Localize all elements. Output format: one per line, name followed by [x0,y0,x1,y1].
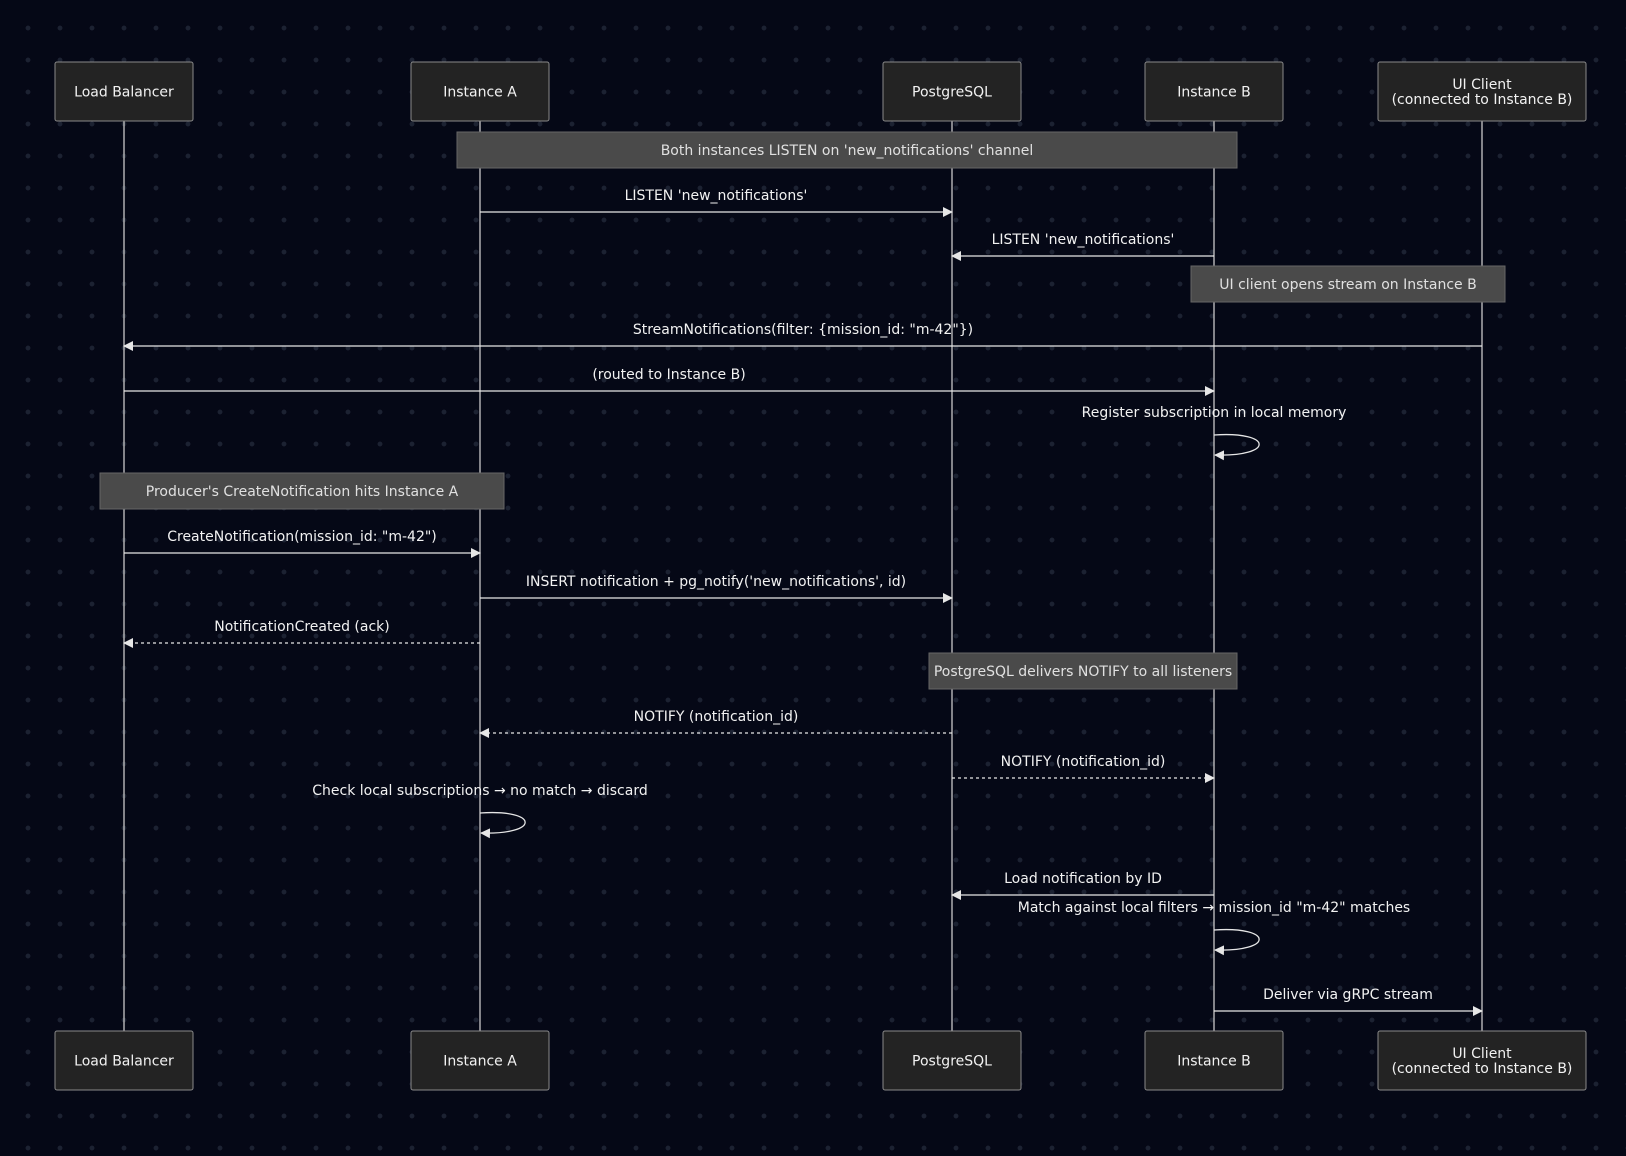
message-deliver-via-grpc-stream: Deliver via gRPC stream [1214,987,1483,1016]
message-label: LISTEN 'new_notifications' [992,232,1175,248]
actor-box [1377,1030,1587,1091]
message-label: NOTIFY (notification_id) [634,709,799,725]
actor-box [882,61,1022,122]
self-message-label: Match against local filters → mission_id… [1018,900,1410,916]
self-message-match-against-local-filters-mission-id-m: Match against local filters → mission_id… [1018,900,1410,956]
note: UI client opens stream on Instance B [1190,265,1506,303]
self-message-arrow [1213,928,1260,956]
actor-box [410,1030,550,1091]
actor-label: Instance A [443,85,517,101]
note: Both instances LISTEN on 'new_notificati… [456,131,1238,169]
actors-top: Load Balancer Instance A PostgreSQL Instanc… [54,61,1587,122]
actor-label: Load Balancer [74,1054,174,1070]
message-notify-notification-id: NOTIFY (notification_id) [479,709,952,738]
self-message-label: Check local subscriptions → no match → d… [312,783,647,799]
actor-box [1144,1030,1284,1091]
actor-box [54,61,194,122]
message-routed-to-instance-b: (routed to Instance B) [124,367,1215,396]
note-box [99,472,505,510]
actor-label: Instance A [443,1054,517,1070]
self-message-arrow [479,811,526,839]
note-label: Both instances LISTEN on 'new_notificati… [661,143,1034,159]
actor-box [1377,61,1587,122]
actor-pg-bottom: PostgreSQL [882,1030,1022,1091]
actor-pg-top: PostgreSQL [882,61,1022,122]
actor-box [882,1030,1022,1091]
actor-ui-top: UI Client(connected to Instance B) [1377,61,1587,122]
actor-ia-bottom: Instance A [410,1030,550,1091]
actor-ui-bottom: UI Client(connected to Instance B) [1377,1030,1587,1091]
note-box [928,652,1238,690]
actor-label: (connected to Instance B) [1392,92,1573,108]
message-label: LISTEN 'new_notifications' [625,188,808,204]
actor-label: Load Balancer [74,85,174,101]
message-label: INSERT notification + pg_notify('new_not… [526,574,906,590]
self-message-arrow [1213,433,1260,461]
note-label: PostgreSQL delivers NOTIFY to all listen… [934,664,1232,680]
actor-box [410,61,550,122]
actor-box [1144,61,1284,122]
message-insert-notification-pg-notify-new-notifi: INSERT notification + pg_notify('new_not… [480,574,953,603]
note-box [456,131,1238,169]
actor-label: UI Client [1452,77,1512,93]
message-listen-new-notifications: LISTEN 'new_notifications' [480,188,953,217]
message-createnotification-mission-id-m-42: CreateNotification(mission_id: "m-42") [124,529,481,558]
actor-ib-top: Instance B [1144,61,1284,122]
actor-lb-top: Load Balancer [54,61,194,122]
note: Producer's CreateNotification hits Insta… [99,472,505,510]
message-label: NOTIFY (notification_id) [1001,754,1166,770]
message-label: Load notification by ID [1004,871,1162,887]
actor-box [54,1030,194,1091]
message-label: NotificationCreated (ack) [214,619,390,635]
actor-label: Instance B [1177,1054,1251,1070]
note: PostgreSQL delivers NOTIFY to all listen… [928,652,1238,690]
message-listen-new-notifications: LISTEN 'new_notifications' [951,232,1214,261]
note-label: Producer's CreateNotification hits Insta… [146,484,459,500]
self-message-check-local-subscriptions-no-match-disca: Check local subscriptions → no match → d… [312,783,648,839]
self-message-label: Register subscription in local memory [1082,405,1347,421]
actor-label: UI Client [1452,1046,1512,1062]
note-box [1190,265,1506,303]
actor-lb-bottom: Load Balancer [54,1030,194,1091]
messages: LISTEN 'new_notifications' LISTEN 'new_no… [123,188,1483,1016]
message-streamnotifications-filter-mission-id-m-: StreamNotifications(filter: {mission_id:… [123,322,1482,351]
message-load-notification-by-id: Load notification by ID [951,871,1214,900]
message-notificationcreated-ack: NotificationCreated (ack) [123,619,480,648]
self-message-register-subscription-in-local-memory: Register subscription in local memory [1082,405,1347,461]
actor-label: (connected to Instance B) [1392,1061,1573,1077]
actor-ia-top: Instance A [410,61,550,122]
message-label: Deliver via gRPC stream [1263,987,1433,1003]
notes: Both instances LISTEN on 'new_notificati… [99,131,1506,690]
message-label: StreamNotifications(filter: {mission_id:… [633,322,973,338]
actor-label: PostgreSQL [912,85,992,101]
actor-label: Instance B [1177,85,1251,101]
actors-bottom: Load Balancer Instance A PostgreSQL Instanc… [54,1030,1587,1091]
actor-label: PostgreSQL [912,1054,992,1070]
message-label: CreateNotification(mission_id: "m-42") [167,529,437,545]
message-label: (routed to Instance B) [592,367,745,383]
note-label: UI client opens stream on Instance B [1219,277,1476,293]
message-notify-notification-id: NOTIFY (notification_id) [952,754,1215,783]
actor-ib-bottom: Instance B [1144,1030,1284,1091]
